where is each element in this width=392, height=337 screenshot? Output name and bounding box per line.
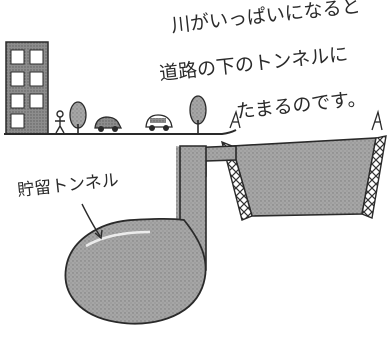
car-icon (145, 114, 173, 131)
caption-line-2: 道路の下のトンネルに (158, 43, 349, 85)
storage-tunnel (64, 217, 207, 325)
embankment-icon (229, 109, 241, 129)
caption-line-3: たまるのです。 (235, 87, 367, 123)
river-channel (220, 135, 387, 221)
caption-line-1: 川がいっぱいになると (170, 0, 361, 37)
tree-icon (69, 101, 87, 134)
car-icon (94, 116, 123, 132)
caption: 川がいっぱいになると 道路の下のトンネルに たまるのです。 (158, 0, 367, 123)
tree-icon (189, 95, 207, 133)
ground-line (4, 129, 237, 135)
leader-arrow (81, 203, 101, 237)
person-icon (55, 110, 65, 134)
tunnel-label: 貯留トンネル (16, 170, 119, 201)
building-icon (5, 41, 49, 135)
leader-arrowhead (94, 229, 103, 240)
embankment-icon (371, 109, 383, 131)
